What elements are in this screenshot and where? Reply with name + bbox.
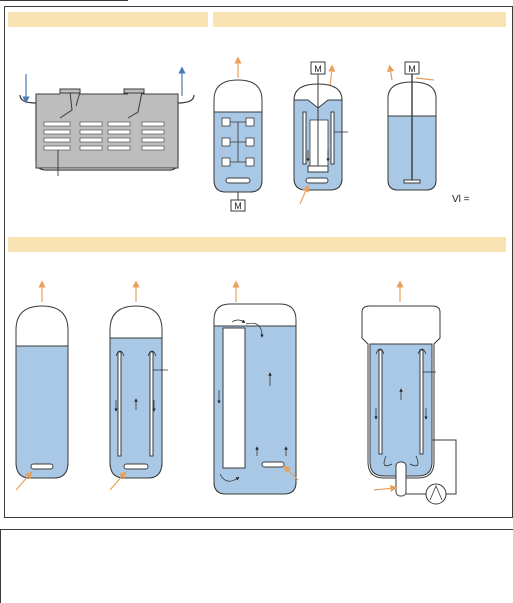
shaft-stirred-reactor: M — [387, 61, 437, 191]
internal-loop-reactor — [109, 280, 168, 491]
jet-loop-reactor — [361, 280, 457, 505]
external-loop-reactor — [213, 280, 299, 495]
motor-label-3: M — [408, 64, 416, 74]
section-header-band-1 — [8, 12, 208, 27]
draft-tube-reactor: M — [293, 61, 348, 205]
caption-box — [0, 529, 513, 603]
tray-column-reactor — [19, 66, 195, 176]
motor-label-2: M — [314, 64, 322, 74]
section-header-band-2 — [213, 12, 506, 27]
section-header-band-3 — [8, 237, 506, 252]
volume-label-fragment: Vl = — [452, 194, 470, 205]
motor-label-1: M — [234, 201, 242, 211]
top-rule — [0, 0, 128, 1]
coil-stirred-reactor: M — [213, 56, 263, 212]
bubble-column-reactor — [15, 280, 69, 491]
